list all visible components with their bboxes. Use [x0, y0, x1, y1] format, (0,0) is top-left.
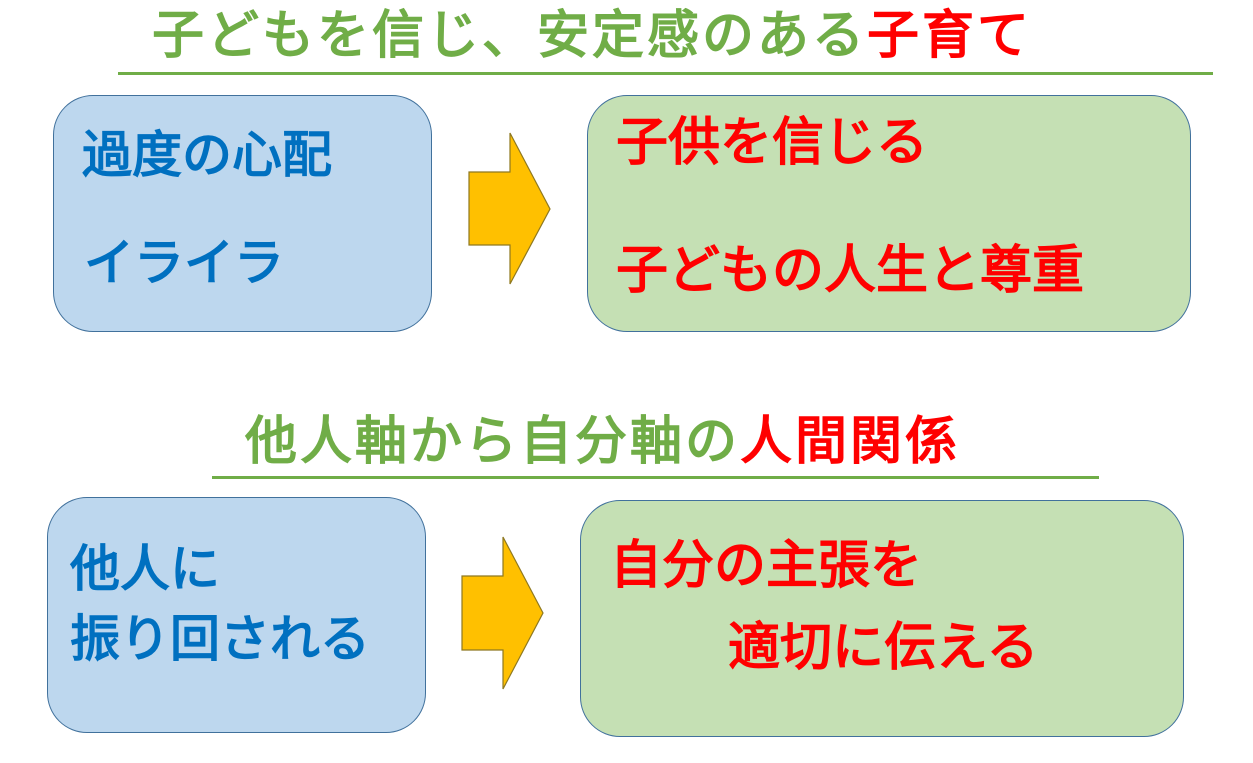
section2-arrow-icon [461, 536, 544, 690]
section2-heading: 他人軸から自分軸の人間関係 [245, 416, 960, 468]
section2-heading-highlight: 人間関係 [740, 412, 961, 472]
section2-heading-main: 他人軸から自分軸の [245, 412, 741, 472]
section1-after-line-1: 子供を信じる [616, 113, 929, 173]
section1-before-line-2: イライラ [84, 234, 284, 292]
section1-before-box [53, 95, 432, 332]
section2-after-line-2: 適切に伝える [728, 618, 1039, 678]
section1-heading: 子どもを信じ、安定感のある子育て [152, 10, 1032, 62]
section2-before-box [47, 497, 426, 733]
section2-underline [212, 476, 1099, 479]
section1-heading-highlight: 子育て [867, 6, 1033, 66]
section2-after-box [580, 500, 1184, 737]
section1-arrow-icon [468, 132, 551, 285]
section2-before-line-1: 他人に [70, 540, 220, 598]
section1-after-line-2: 子どもの人生と尊重 [616, 241, 1085, 301]
section1-after-box [587, 95, 1191, 332]
section2-after-line-1: 自分の主張を [610, 536, 923, 596]
section2-before-line-2: 振り回される [70, 610, 370, 668]
section1-underline [118, 72, 1213, 75]
section1-before-line-1: 過度の心配 [82, 126, 332, 184]
section1-heading-main: 子どもを信じ、安定感のある [152, 6, 868, 66]
